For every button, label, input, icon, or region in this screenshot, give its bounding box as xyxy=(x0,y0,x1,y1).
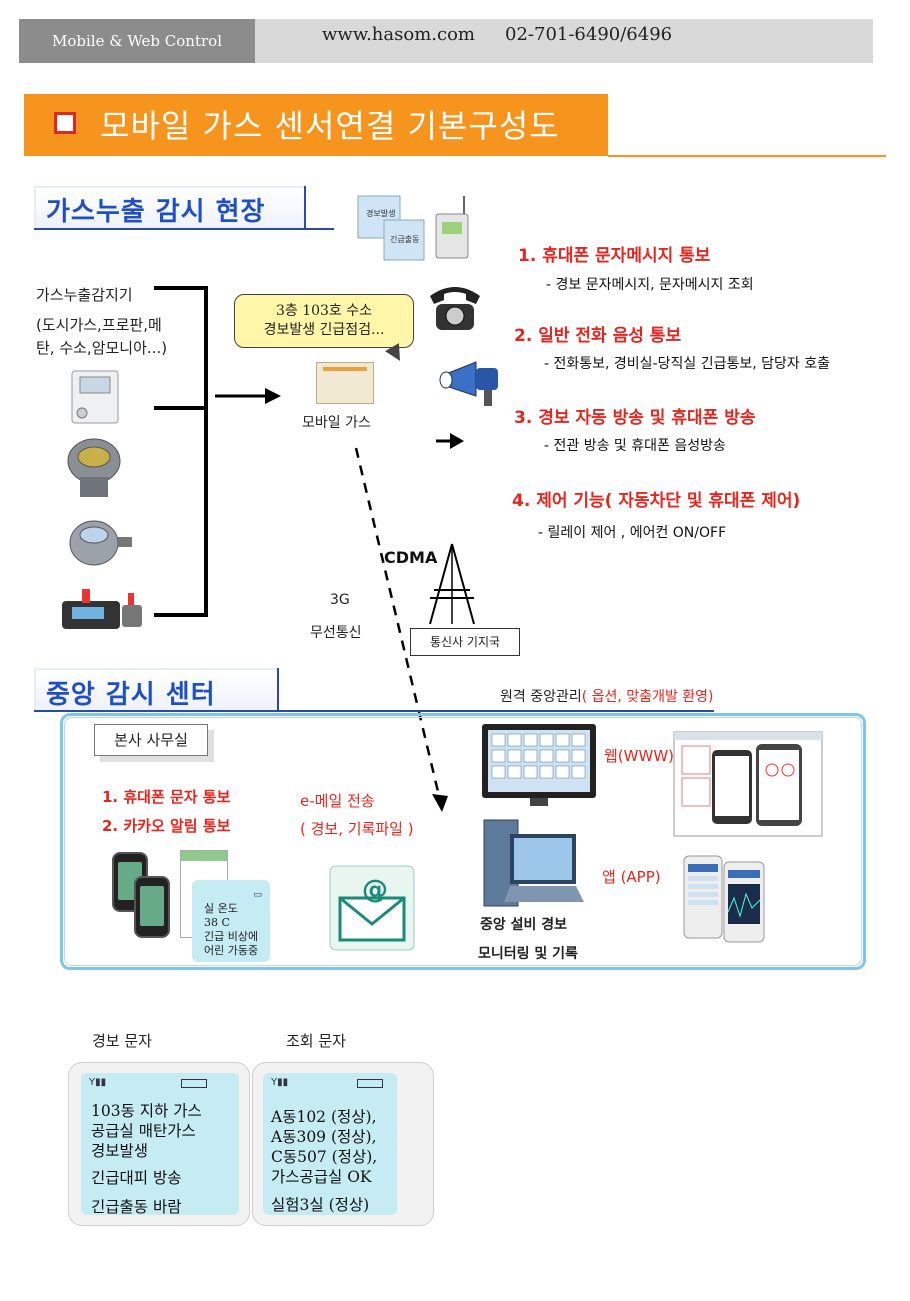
megaphone-icon xyxy=(439,361,498,406)
alert-bubble: 3층 103호 수소 경보발생 긴급점검... xyxy=(234,294,414,348)
snippet-line-2: 38 C xyxy=(204,916,230,929)
sms-example-1-line-5: 긴급출동 바람 xyxy=(91,1198,182,1216)
explosion-proof-detector-icon xyxy=(67,438,121,497)
sms-example-2-phone: Y▮▮ A동102 (정상), A동309 (정상), C동507 (정상), … xyxy=(252,1062,434,1226)
remote-note: ( 옵션, 맞춤개발 환영) xyxy=(581,689,714,705)
email-icon: @ xyxy=(329,865,415,951)
office-tab: 본사 사무실 xyxy=(94,724,208,756)
detector-label: 가스누출감지기 xyxy=(36,286,133,304)
computer-icon xyxy=(483,819,584,907)
feature-4-title: 4. 제어 기능( 자동차단 및 휴대폰 제어) xyxy=(512,491,801,511)
remote-label: 원격 중앙관리 xyxy=(500,689,582,705)
sms-example-1-line-3: 경보발생 xyxy=(91,1142,149,1160)
svg-text:경보발생: 경보발생 xyxy=(366,208,395,218)
sms-example-1-line-1: 103동 지하 가스 xyxy=(91,1102,202,1120)
site-section-title: 가스누출 감시 현장 xyxy=(46,197,266,227)
base-station-label: 통신사 기지국 xyxy=(410,628,520,656)
wall-detector-icon xyxy=(71,370,119,424)
cdma-label: CDMA xyxy=(384,548,438,567)
center-frame xyxy=(60,713,866,970)
header-tag: Mobile & Web Control xyxy=(19,19,255,63)
device-label: 모바일 가스 xyxy=(302,415,371,431)
remote-management: 원격 중앙관리( 옵션, 맞춤개발 환영) xyxy=(500,686,714,706)
wireless-line-1: 3G xyxy=(330,592,350,608)
signal-icon: Y▮▮ xyxy=(89,1077,107,1088)
battery-icon: ▭ xyxy=(253,890,262,900)
snippet-line-4: 어린 가동중 xyxy=(204,944,259,957)
mobile-gas-device-icon xyxy=(316,362,374,404)
office-item-1: 1. 휴대폰 문자 통보 xyxy=(102,788,231,806)
title-underline xyxy=(608,155,886,157)
sms-example-1-phone: Y▮▮ 103동 지하 가스 공급실 매탄가스 경보발생 긴급대피 방송 긴급출… xyxy=(68,1062,250,1226)
arrow-to-features xyxy=(436,433,464,449)
svg-text:긴급출동: 긴급출동 xyxy=(390,234,419,244)
feature-2-title: 2. 일반 전화 음성 통보 xyxy=(514,326,682,346)
sms-example-1-label: 경보 문자 xyxy=(92,1032,152,1050)
monitor-line-1: 중앙 설비 경보 xyxy=(480,917,568,933)
web-screen-icon xyxy=(673,731,823,837)
arrow-to-device xyxy=(215,388,281,404)
sms-snippet: ▭ 실 온도 38 C 긴급 비상에 어린 가동중 xyxy=(192,880,270,962)
site-section-edge xyxy=(304,186,306,230)
sms-device-icons: 경보발생 긴급출동 xyxy=(357,195,469,261)
sms-example-2-line-1: A동102 (정상), xyxy=(271,1108,377,1126)
feature-3-title: 3. 경보 자동 방송 및 휴대폰 방송 xyxy=(514,408,756,428)
site-section-underline xyxy=(34,228,334,230)
portable-detector-icon xyxy=(62,589,142,629)
center-section-header xyxy=(34,668,279,712)
sensor-head-detector-icon xyxy=(69,520,132,566)
snippet-line-3: 긴급 비상에 xyxy=(204,930,259,943)
checkbox-icon xyxy=(54,112,76,134)
feature-4-desc: - 릴레이 제어 , 에어컨 ON/OFF xyxy=(538,525,727,541)
detector-types-1: (도시가스,프로판,메 xyxy=(36,316,162,334)
app-label: 앱 (APP) xyxy=(602,868,661,886)
page-title: 모바일 가스 센서연결 기본구성도 xyxy=(100,107,560,145)
bubble-line-1: 3층 103호 수소 xyxy=(275,303,373,319)
sms-example-2-line-2: A동309 (정상), xyxy=(271,1128,377,1146)
battery-icon xyxy=(181,1079,207,1088)
center-section-edge xyxy=(277,668,279,712)
sms-example-1-line-4: 긴급대피 방송 xyxy=(91,1169,182,1187)
header-website[interactable]: www.hasom.com xyxy=(322,24,475,45)
feature-1-title: 1. 휴대폰 문자메시지 통보 xyxy=(518,246,711,266)
sms-example-2-label: 조회 문자 xyxy=(286,1032,346,1050)
app-screen-icon xyxy=(683,855,765,943)
header-phone: 02-701-6490/6496 xyxy=(505,24,673,45)
sms-example-2-line-5: 실험3실 (정상) xyxy=(271,1196,370,1214)
web-label: 웹(WWW) xyxy=(604,747,674,765)
sms-example-1-screen xyxy=(81,1073,239,1215)
feature-2-desc: - 전화통보, 경비실-당직실 긴급통보, 담당자 호출 xyxy=(544,356,830,372)
office-item-2: 2. 카카오 알림 통보 xyxy=(102,817,231,835)
email-line-1: e-메일 전송 xyxy=(300,792,375,810)
monitor-line-2: 모니터링 및 기록 xyxy=(478,946,578,962)
snippet-line-1: 실 온도 xyxy=(204,902,238,915)
email-line-2: ( 경보, 기록파일 ) xyxy=(300,820,414,838)
feature-1-desc: - 경보 문자메시지, 문자메시지 조회 xyxy=(546,277,754,293)
smartphone-icon-2 xyxy=(134,876,170,938)
bubble-line-2: 경보발생 긴급점검... xyxy=(263,322,385,338)
center-section-title: 중앙 감시 센터 xyxy=(46,680,216,710)
wireless-line-2: 무선통신 xyxy=(310,625,362,641)
antenna-tower-icon xyxy=(429,543,475,625)
svg-text:@: @ xyxy=(362,875,388,905)
sms-example-2-line-4: 가스공급실 OK xyxy=(271,1168,372,1186)
detector-types-2: 탄, 수소,암모니아...) xyxy=(36,339,168,357)
center-section-underline xyxy=(34,710,714,712)
wireless-link-line xyxy=(354,447,448,812)
title-banner xyxy=(24,94,608,156)
center-frame-inner xyxy=(64,717,862,966)
detector-images xyxy=(62,370,142,629)
sms-example-1-line-2: 공급실 매탄가스 xyxy=(91,1122,196,1140)
battery-icon-2 xyxy=(357,1079,383,1088)
monitor-icon xyxy=(482,724,596,806)
sms-example-2-line-3: C동507 (정상), xyxy=(271,1148,378,1166)
sms-example-2-screen xyxy=(263,1073,397,1215)
feature-3-desc: - 전관 방송 및 휴대폰 음성방송 xyxy=(544,438,726,454)
signal-icon-2: Y▮▮ xyxy=(271,1077,289,1088)
detector-bracket xyxy=(154,286,208,617)
telephone-icon xyxy=(430,287,480,330)
site-section-header xyxy=(34,186,306,230)
